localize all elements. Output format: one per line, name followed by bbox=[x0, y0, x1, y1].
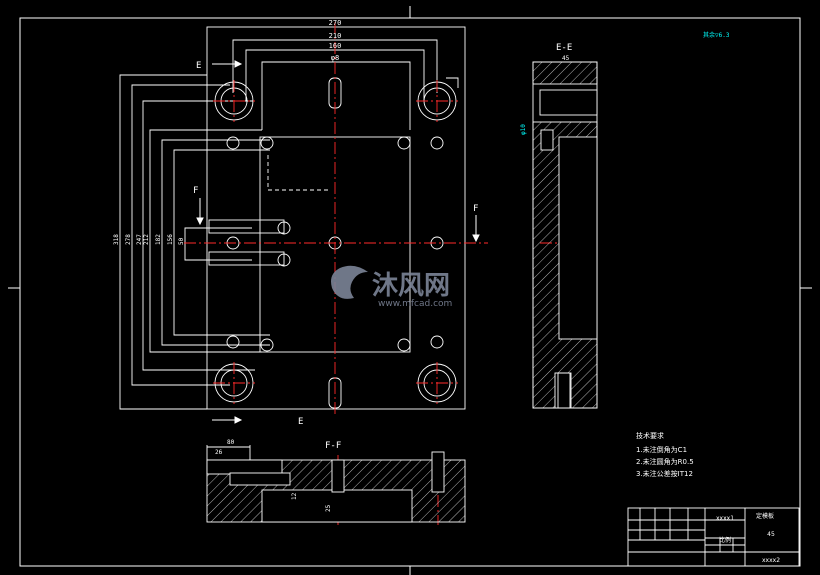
dim-bush-span: 160 bbox=[329, 42, 342, 50]
left-dim-3: 247 bbox=[136, 234, 143, 245]
left-dim-7: 50 bbox=[178, 237, 185, 245]
left-dim-6: 156 bbox=[167, 234, 174, 245]
dim-total-width: 270 bbox=[329, 19, 342, 27]
dim-guide-span: 210 bbox=[329, 32, 342, 40]
roughness-note: 其余▽6.3 bbox=[703, 31, 730, 39]
ee-section bbox=[532, 61, 598, 409]
title-block bbox=[627, 507, 800, 567]
ee-dim-width: 45 bbox=[562, 55, 570, 62]
tech-req-item-2: 2.未注圆角为R0.5 bbox=[636, 457, 694, 466]
watermark-logo bbox=[331, 265, 368, 299]
section-label-e-top: E bbox=[196, 61, 201, 71]
left-dim-5: 182 bbox=[155, 234, 162, 245]
section-title-ee: E-E bbox=[556, 43, 572, 53]
left-dim-4: 212 bbox=[143, 234, 150, 245]
drawing-name: 定模板 bbox=[756, 512, 774, 520]
left-dim-2: 278 bbox=[125, 234, 132, 245]
ff-dim-2: 26 bbox=[215, 449, 223, 456]
dim-dowel: φ8 bbox=[331, 54, 339, 62]
scale-label: 比例 bbox=[719, 536, 731, 544]
material: 45 bbox=[767, 531, 775, 538]
ff-dim-3: 12 bbox=[291, 492, 298, 500]
section-label-f-right: F bbox=[473, 204, 478, 214]
watermark-brand: 沐风网 bbox=[372, 271, 450, 301]
ff-section bbox=[206, 445, 466, 523]
sheet-number: xxxx2 bbox=[762, 557, 780, 564]
center-marks bbox=[8, 6, 812, 575]
left-dim-1: 318 bbox=[113, 234, 120, 245]
section-label-f-left: F bbox=[193, 186, 198, 196]
plan-view bbox=[119, 26, 466, 410]
tech-req-title: 技术要求 bbox=[636, 431, 664, 440]
ee-dim-hole: φ10 bbox=[520, 124, 527, 135]
section-title-ff: F-F bbox=[325, 441, 341, 451]
watermark-url: www.mfcad.com bbox=[378, 299, 452, 309]
drawing-number: xxxx1 bbox=[716, 515, 734, 522]
ff-dim-4: 25 bbox=[325, 504, 332, 512]
section-arrows bbox=[196, 60, 480, 424]
tech-req-item-3: 3.未注公差按IT12 bbox=[636, 469, 693, 478]
tech-req-item-1: 1.未注倒角为C1 bbox=[636, 445, 687, 454]
section-label-e-bottom: E bbox=[298, 417, 303, 427]
watermark: 沐风网 www.mfcad.com bbox=[331, 265, 452, 309]
ff-dim-1: 80 bbox=[227, 439, 235, 446]
